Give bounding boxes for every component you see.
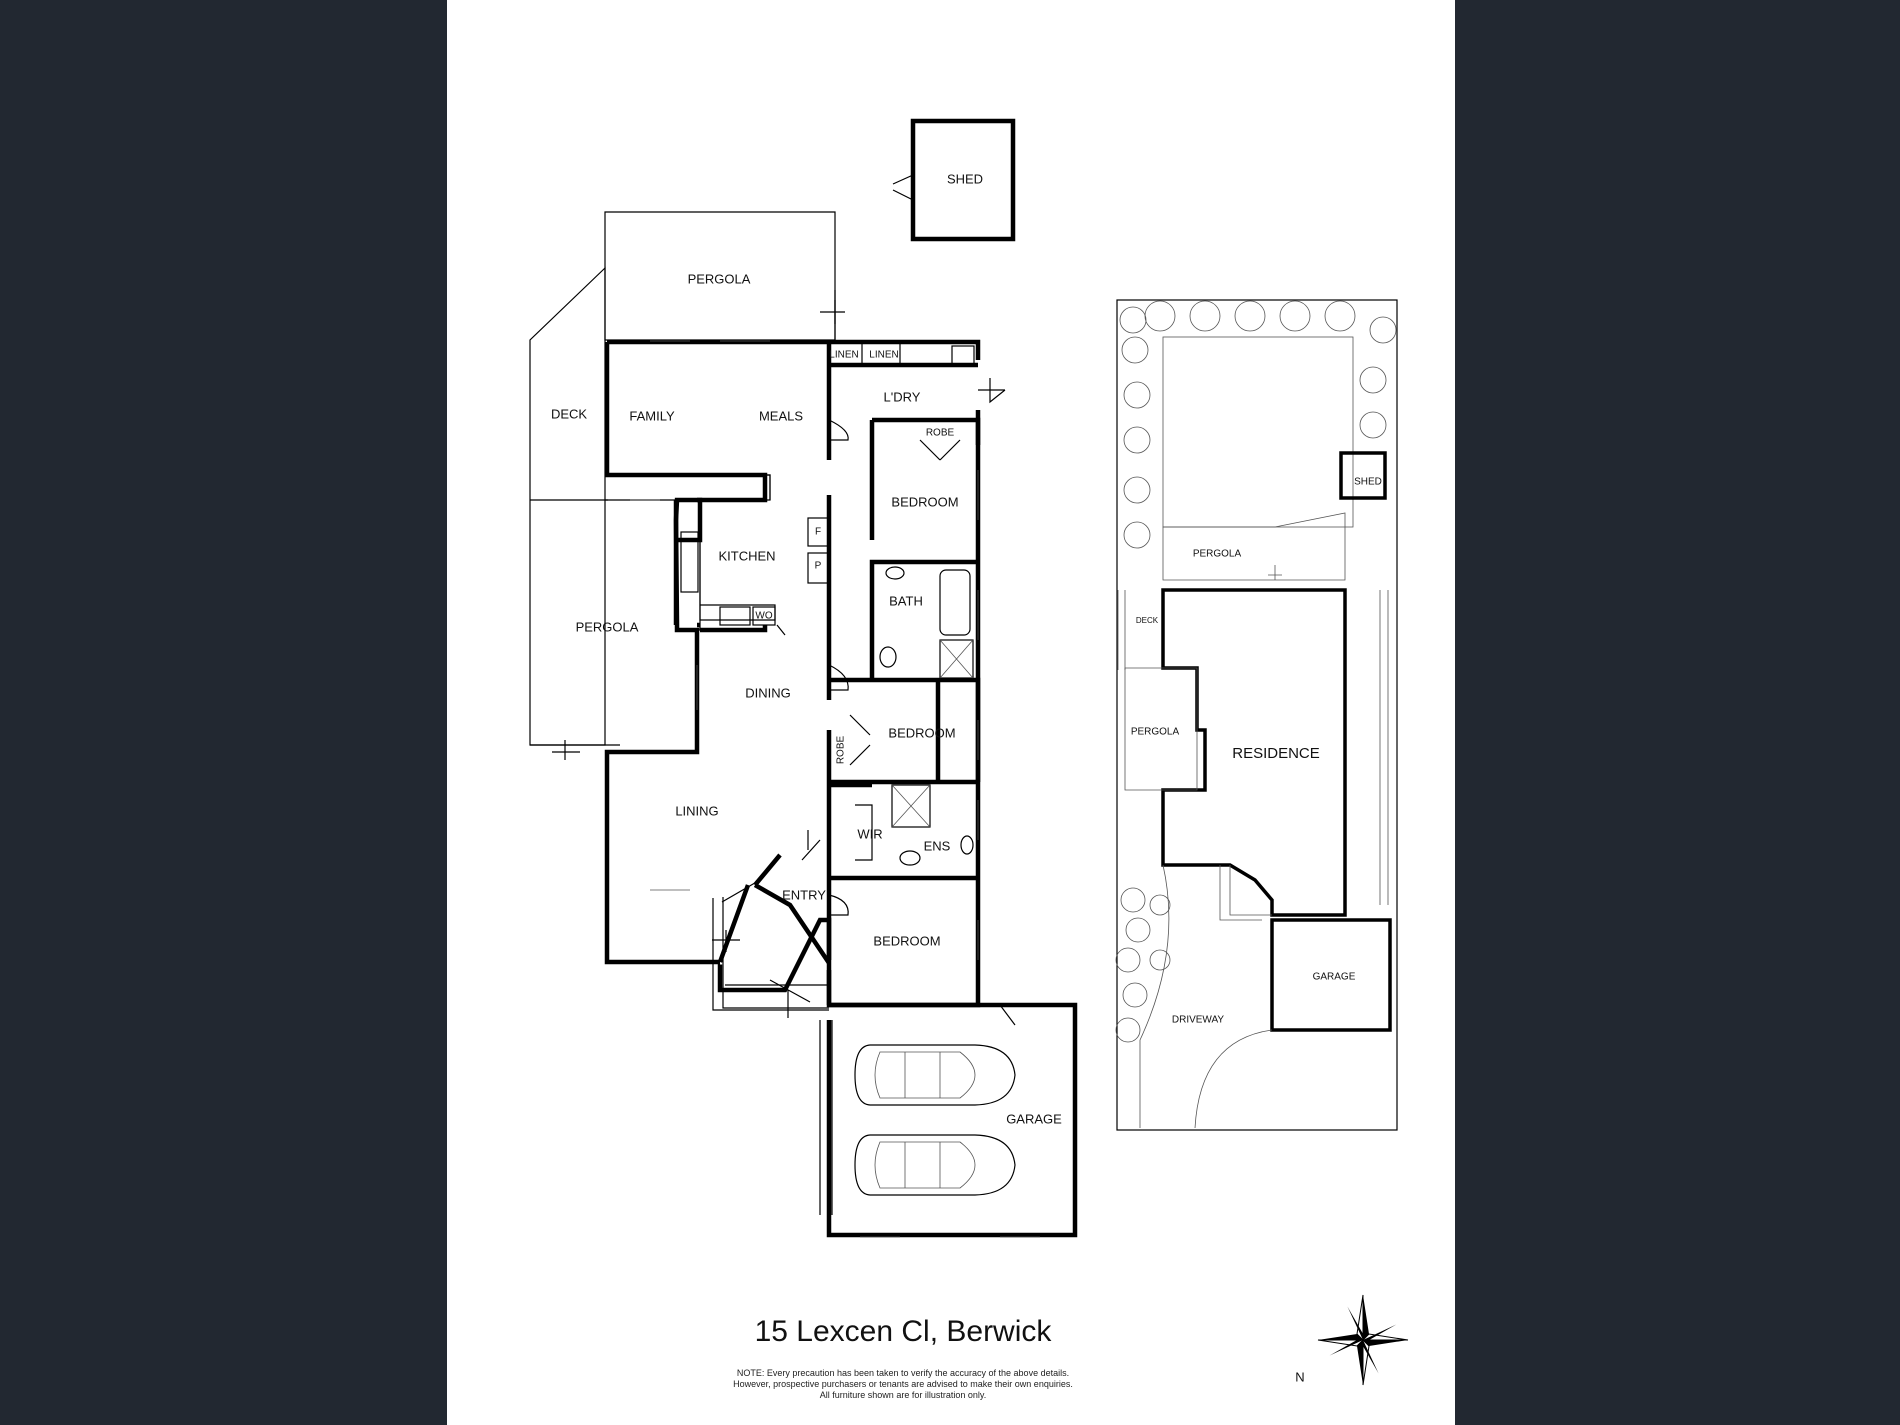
- label-ens: ENS: [924, 838, 951, 853]
- label-robe-1: ROBE: [926, 428, 955, 439]
- label-linen-1: LINEN: [829, 350, 858, 361]
- disclaimer-line-3: All furniture shown are for illustration…: [820, 1390, 986, 1400]
- wall-oven: [752, 606, 776, 626]
- compass-rose: [1317, 1294, 1409, 1386]
- garage-door: [819, 1020, 833, 1215]
- driveway-edge: [1139, 864, 1273, 1129]
- side-path: [1379, 590, 1389, 905]
- basin: [885, 566, 905, 580]
- laundry-door-arrow: [978, 378, 1006, 404]
- shower: [939, 639, 974, 679]
- site-label-garage: GARAGE: [1313, 972, 1356, 983]
- site-pergola-side: [1124, 667, 1198, 791]
- ensuite-toilet: [899, 850, 921, 866]
- label-laundry: L'DRY: [884, 389, 921, 404]
- label-wir: WIR: [857, 826, 882, 841]
- fridge-space: [807, 517, 830, 547]
- label-fridge: F: [815, 527, 821, 538]
- ensuite-shower: [891, 784, 931, 828]
- label-pergola-side: PERGOLA: [576, 619, 639, 634]
- site-boundary: [1116, 299, 1398, 1131]
- label-pantry: P: [815, 561, 822, 572]
- site-plan: [1115, 299, 1398, 1131]
- disclaimer-line-2: However, prospective purchasers or tenan…: [733, 1379, 1073, 1389]
- entry-walls: [717, 853, 831, 965]
- site-shed: [1339, 451, 1387, 500]
- pergola-side-arrow: [552, 740, 580, 760]
- lawn: [1162, 336, 1354, 528]
- label-bath: BATH: [889, 593, 923, 608]
- label-shed: SHED: [947, 171, 983, 186]
- deck-outline: [529, 266, 606, 746]
- label-family: FAMILY: [629, 408, 675, 423]
- label-entry: ENTRY: [782, 887, 826, 902]
- site-label-pergola-side: PERGOLA: [1131, 727, 1180, 738]
- site-label-residence: RESIDENCE: [1232, 745, 1320, 762]
- kitchen-walls: [673, 497, 703, 628]
- pergola-arrow: [820, 300, 845, 324]
- bathtub: [939, 569, 971, 636]
- label-lining: LINING: [675, 803, 718, 818]
- site-trees: [1115, 300, 1397, 1043]
- label-bedroom-2: BEDROOM: [888, 725, 955, 740]
- label-deck: DECK: [551, 406, 587, 421]
- entry-arrow: [712, 930, 740, 952]
- garage-walls: [826, 1002, 1078, 1238]
- robe-doors-1: [919, 439, 961, 461]
- label-meals: MEALS: [759, 408, 803, 423]
- laundry-tub: [951, 345, 975, 367]
- property-address: 15 Lexcen Cl, Berwick: [755, 1315, 1053, 1348]
- car-1: [854, 1044, 1016, 1106]
- label-bedroom-3: BEDROOM: [873, 933, 940, 948]
- robe-doors-2: [849, 714, 871, 766]
- oven: [719, 606, 751, 626]
- cooktop: [680, 531, 699, 593]
- site-label-pergola-top: PERGOLA: [1193, 549, 1242, 560]
- label-dining: DINING: [745, 685, 791, 700]
- site-label-driveway: DRIVEWAY: [1172, 1015, 1225, 1026]
- site-label-deck: DECK: [1136, 616, 1159, 625]
- pantry: [807, 552, 830, 584]
- site-label-shed: SHED: [1354, 477, 1382, 488]
- label-robe-2: ROBE: [836, 736, 847, 765]
- main-floorplan: [529, 118, 1078, 1238]
- label-wo: WO: [755, 611, 772, 622]
- site-pergola-top: [1162, 512, 1346, 581]
- ensuite-basin: [960, 835, 974, 855]
- car-2: [854, 1134, 1016, 1196]
- label-bedroom-1: BEDROOM: [891, 494, 958, 509]
- shed-walls: [910, 118, 1016, 242]
- shed-door: [892, 174, 914, 201]
- label-pergola-top: PERGOLA: [688, 271, 751, 286]
- disclaimer-line-1: NOTE: Every precaution has been taken to…: [737, 1368, 1069, 1378]
- label-garage: GARAGE: [1006, 1111, 1062, 1126]
- compass-north-label: N: [1295, 1369, 1304, 1384]
- label-linen-2: LINEN: [869, 350, 898, 361]
- label-kitchen: KITCHEN: [718, 548, 775, 563]
- site-garage: [1270, 918, 1392, 1032]
- toilet: [879, 646, 897, 668]
